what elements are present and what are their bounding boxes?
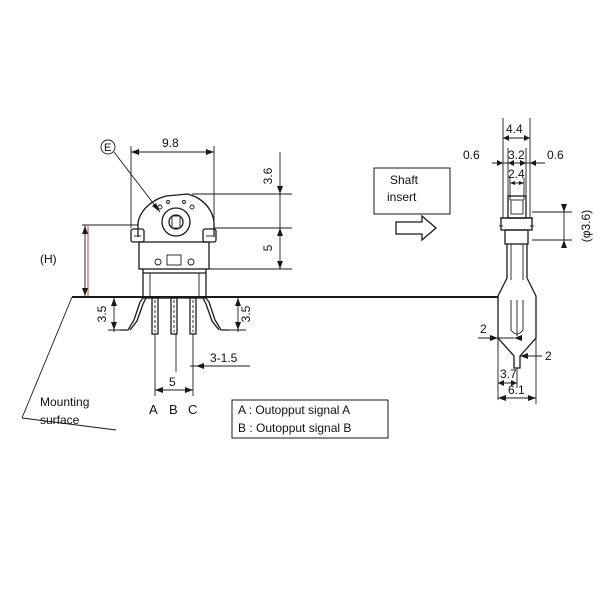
side-dim-2-4: 2.4 [508,167,525,200]
label-mounting: Mounting [40,395,89,409]
label-dim-5-right: 5 [261,244,275,251]
side-dim-6-1: 6.1 [498,338,537,404]
label-pin-b: B [169,402,178,417]
mount-leg-right [202,297,229,331]
label-pin-pitch-5: 5 [169,375,176,389]
shaft-insert-line1: Shaft [390,173,419,187]
legend-box: A : Outopput signal A B : Outopput signa… [231,399,389,439]
dimension-left-pin-depth: 3.5 [95,297,128,332]
shaft-outer-circle [161,207,191,237]
side-dim-4-4: 4.4 [502,118,531,218]
label-side-2-right: 2 [545,349,552,363]
dimension-height-h: (H) [40,224,138,297]
mount-dot-small-right [182,200,186,204]
body-hole-right [187,258,195,266]
legend-line-b: B : Outopput signal B [238,421,351,435]
mount-dot-right [189,204,195,210]
label-height-h: (H) [40,252,57,266]
shaft-slot [171,215,181,229]
side-shaft-core [510,199,524,215]
label-side-shaft-dia: (φ3.6) [579,210,593,242]
dimension-right-pin-depth: 3.5 [222,297,253,332]
side-neck [504,229,529,245]
side-dim-2-left: 2 [478,322,522,348]
label-side-0-6-left: 0.6 [463,148,480,162]
dimension-width-9-8: 9.8 [130,136,215,228]
mount-dot-small-left [166,200,170,204]
label-width-9-8: 9.8 [162,136,179,150]
marker-e-callout: E [100,139,161,213]
mount-leg-left [120,297,147,331]
shaft-inner-circle [168,214,184,230]
shaft-insert-arrow [395,214,437,242]
side-dim-shaft-dia: (φ3.6) [532,204,593,248]
marker-e-label: E [104,142,111,154]
legend-line-a: A : Outopput signal A [238,403,350,417]
side-flange [500,217,533,231]
pin-c [189,297,197,335]
label-side-2-4: 2.4 [508,167,525,181]
marker-e-circle [100,139,116,155]
label-left-pin-3-5: 3.5 [95,305,109,322]
side-dim-row-3-2: 0.6 3.2 0.6 [463,148,564,196]
dimension-right-vertical: 3.6 5 [192,152,292,270]
pin-a [151,297,159,335]
body-center-mark [166,254,182,266]
label-pin-3-1-5: 3-1.5 [210,351,238,365]
side-dim-3-7: 3.7 [497,338,518,400]
label-pin-a: A [149,402,158,417]
label-side-4-4: 4.4 [506,122,523,136]
shaft-insert-line2: insert [387,190,417,204]
side-view [497,195,537,369]
label-surface: surface [40,413,80,427]
pin-b [170,297,178,335]
label-pin-c: C [188,402,197,417]
mounting-surface-callout: Mounting surface [21,296,117,431]
label-side-3-7: 3.7 [500,367,517,381]
side-dim-2-right: 2 [520,349,552,363]
front-view [120,193,229,372]
body-hole-left [154,258,162,266]
encoder-base [142,269,207,299]
tab-left [130,228,145,243]
dimension-pin-pitch: 5 3-1.5 A B C [149,334,250,417]
encoder-housing [137,193,215,237]
shaft-insert-callout: Shaft insert [373,167,451,242]
label-right-pin-3-5: 3.5 [239,305,253,322]
label-side-3-2: 3.2 [508,148,525,162]
label-dim-3-6: 3.6 [261,167,275,184]
label-side-2-left: 2 [480,322,487,336]
label-side-0-6-right: 0.6 [547,148,564,162]
mount-dot-left [157,204,163,210]
label-side-6-1: 6.1 [508,383,525,397]
encoder-lower-body [138,241,210,270]
